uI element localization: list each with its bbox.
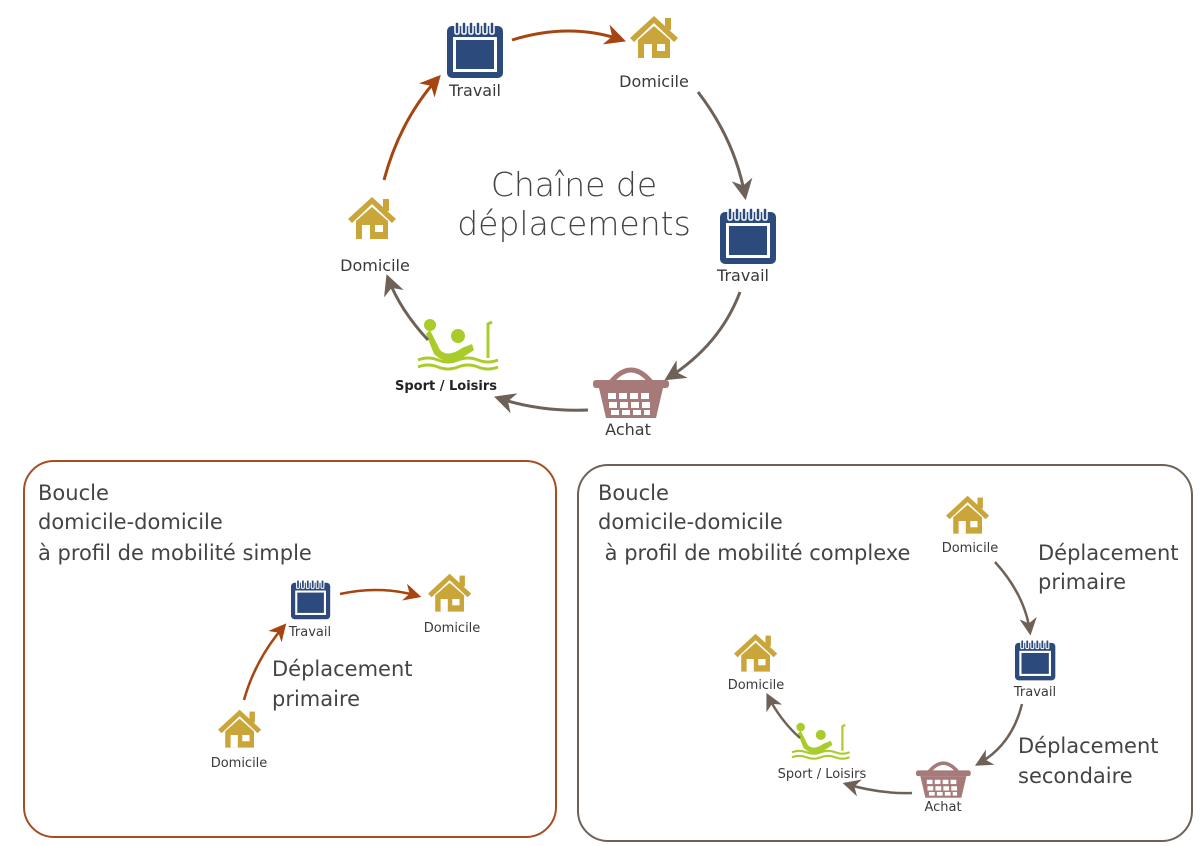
arrow-domicile-to-travail-primary xyxy=(382,74,441,181)
complex-box-title-line2: domicile-domicile xyxy=(598,510,783,534)
complex-box-title-line3: à profil de mobilité complexe xyxy=(598,541,910,565)
calendar-icon xyxy=(1014,639,1056,681)
house-icon xyxy=(348,197,396,239)
calendar-icon xyxy=(290,579,331,620)
arrow-achat-to-sport xyxy=(842,779,913,797)
simple-box-title-line2: domicile-domicile xyxy=(38,510,223,534)
node-label-travail: Travail xyxy=(716,266,769,285)
arrow-travail-to-achat xyxy=(664,291,742,381)
simple-loop-frame xyxy=(23,460,557,838)
water-polo-icon xyxy=(416,317,500,371)
node-label-travail: Travail xyxy=(1013,685,1056,700)
house-icon xyxy=(946,495,990,534)
basket-icon xyxy=(593,370,669,418)
arrow-travail-to-achat xyxy=(974,703,1024,766)
arrow-sport-to-domicile xyxy=(384,274,430,342)
arrow-travail-to-domicile xyxy=(511,24,626,45)
arrow-travail-to-domicile xyxy=(339,583,422,601)
travel-chain-cycle: Chaîne de déplacements Domicile Travail … xyxy=(340,16,777,439)
node-label-domicile: Domicile xyxy=(728,678,785,693)
water-polo-icon xyxy=(790,721,851,760)
node-label-achat: Achat xyxy=(924,800,961,815)
node-label-achat: Achat xyxy=(605,420,651,439)
house-icon xyxy=(218,709,262,748)
chain-title-line2: déplacements xyxy=(457,204,691,243)
node-label-domicile: Domicile xyxy=(619,72,689,91)
arrow-sport-to-domicile xyxy=(766,692,801,739)
secondary-trip-label-line2: secondaire xyxy=(1018,764,1133,788)
arrow-domicile-to-travail xyxy=(994,561,1037,636)
chain-title-line1: Chaîne de xyxy=(491,165,657,204)
arrow-achat-to-sport xyxy=(494,393,589,414)
node-label-sport: Sport / Loisirs xyxy=(395,379,497,394)
primary-trip-label-line2: primaire xyxy=(1038,570,1126,594)
node-label-travail: Travail xyxy=(448,81,501,100)
house-icon xyxy=(630,16,678,58)
arrow-domicile-to-travail xyxy=(242,623,287,701)
secondary-trip-label-line1: Déplacement xyxy=(1018,734,1159,758)
primary-trip-label-line1: Déplacement xyxy=(1038,541,1179,565)
node-label-domicile: Domicile xyxy=(340,256,410,275)
node-label-domicile: Domicile xyxy=(942,541,999,556)
node-label-travail: Travail xyxy=(288,625,331,640)
basket-icon xyxy=(914,761,973,800)
simple-box-title-line1: Boucle xyxy=(38,481,109,505)
simple-loop-box: Boucle domicile-domicile à profil de mob… xyxy=(23,460,557,838)
node-label-sport: Sport / Loisirs xyxy=(778,767,867,782)
complex-box-title-line1: Boucle xyxy=(598,481,669,505)
simple-box-title-line3: à profil de mobilité simple xyxy=(38,541,312,565)
house-icon xyxy=(734,633,778,672)
node-label-domicile: Domicile xyxy=(211,756,268,771)
arrow-domicile-to-travail xyxy=(696,91,753,201)
calendar-icon xyxy=(719,207,777,265)
node-label-domicile: Domicile xyxy=(424,621,481,636)
calendar-icon xyxy=(446,21,504,79)
complex-loop-box: Boucle domicile-domicile à profil de mob… xyxy=(577,464,1193,842)
house-icon xyxy=(428,573,472,612)
primary-trip-label-line2: primaire xyxy=(272,687,360,711)
complex-loop-frame xyxy=(577,464,1193,842)
primary-trip-label-line1: Déplacement xyxy=(272,657,413,681)
